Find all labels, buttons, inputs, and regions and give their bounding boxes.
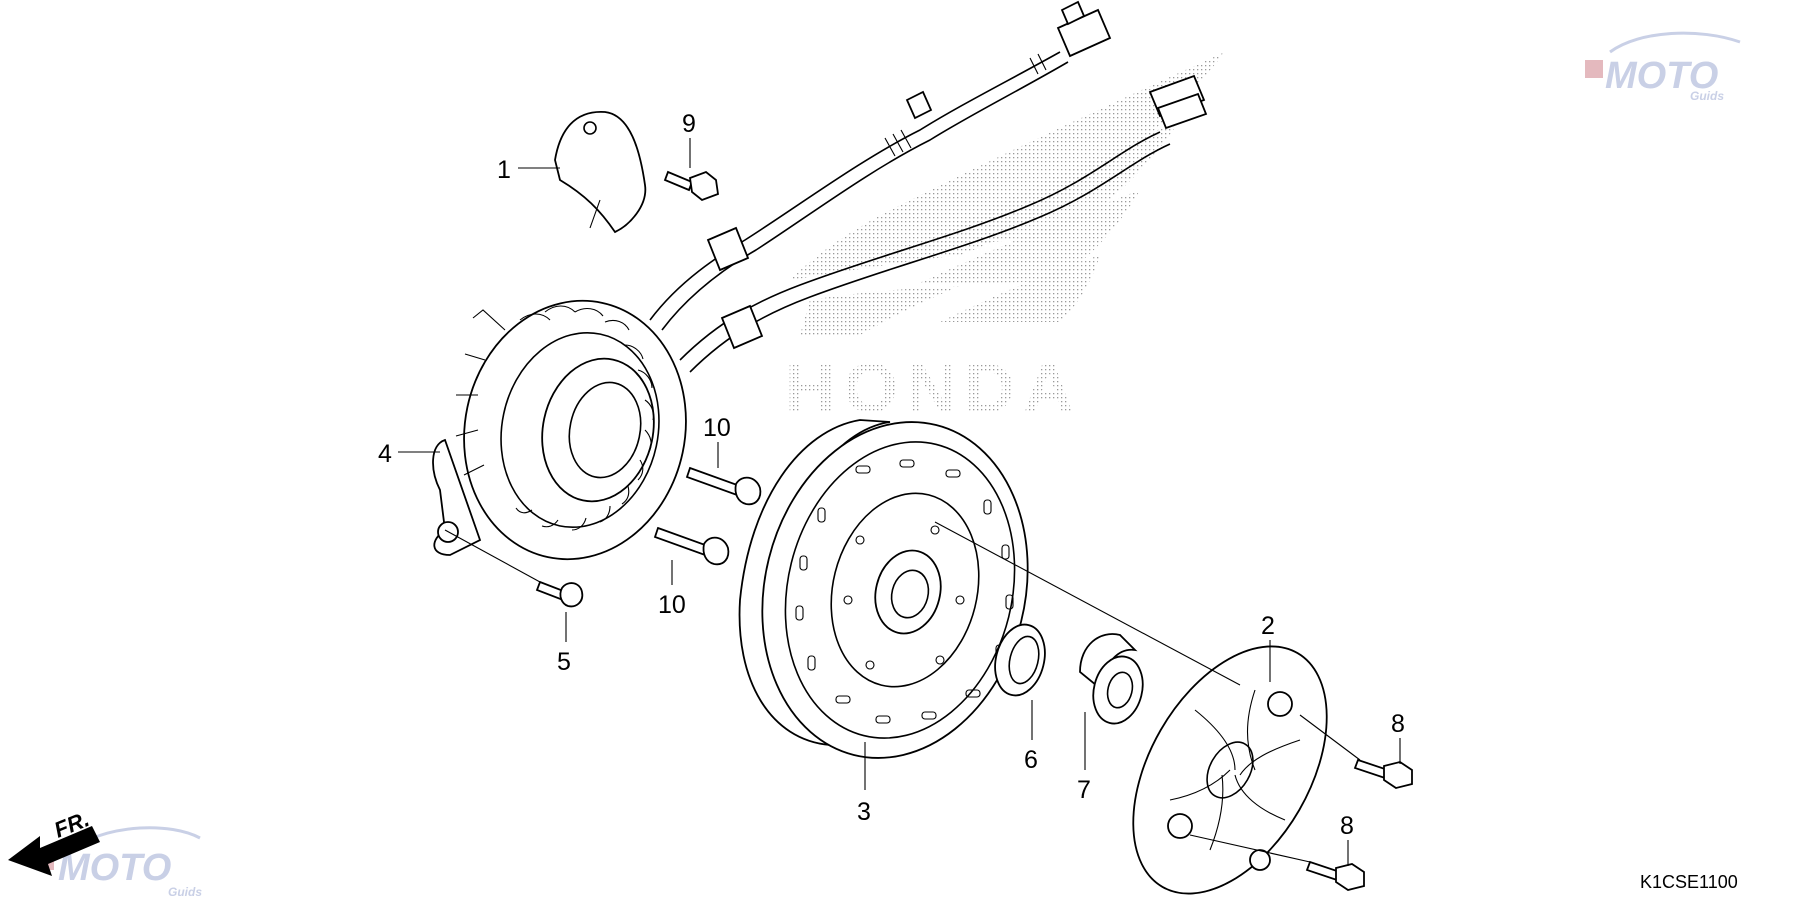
wiring-harness bbox=[649, 0, 1208, 373]
watermark-logo-top-right: MOTO Guids bbox=[1585, 31, 1741, 103]
callout-8-lower: 8 bbox=[1340, 812, 1354, 840]
part-flywheel bbox=[738, 419, 1029, 759]
svg-text:MOTO: MOTO bbox=[1605, 55, 1718, 97]
callout-8-upper: 8 bbox=[1391, 710, 1405, 738]
callout-10-lower: 10 bbox=[658, 591, 686, 619]
honda-wordmark: HONDA bbox=[785, 349, 1082, 427]
part-cooling-fan bbox=[1132, 645, 1328, 895]
svg-text:Guids: Guids bbox=[168, 885, 202, 899]
callout-7: 7 bbox=[1077, 776, 1091, 804]
part-washer bbox=[994, 623, 1046, 697]
part-bolt-9 bbox=[663, 170, 719, 202]
part-stator bbox=[432, 299, 687, 561]
part-screw-10-lower bbox=[653, 526, 730, 566]
callout-3: 3 bbox=[857, 798, 871, 826]
callout-4: 4 bbox=[378, 440, 392, 468]
diagram-code: K1CSE1100 bbox=[1640, 872, 1738, 892]
callout-6: 6 bbox=[1024, 746, 1038, 774]
callout-5: 5 bbox=[557, 648, 571, 676]
part-screw-10-upper bbox=[685, 466, 762, 506]
part-collar bbox=[1079, 633, 1144, 725]
part-bolt-8-upper bbox=[1353, 758, 1413, 789]
svg-text:Guids: Guids bbox=[1690, 89, 1724, 103]
callout-2: 2 bbox=[1261, 612, 1275, 640]
callout-1: 1 bbox=[497, 156, 511, 184]
callout-labels: 1 9 4 10 10 5 3 6 7 2 8 8 bbox=[378, 110, 1405, 840]
part-bolt-8-lower bbox=[1305, 860, 1365, 891]
callout-10-upper: 10 bbox=[703, 414, 731, 442]
svg-text:MOTO: MOTO bbox=[58, 847, 171, 889]
honda-wing-logo bbox=[790, 52, 1225, 335]
leader-lines bbox=[398, 138, 1401, 866]
part-screw-5 bbox=[535, 580, 584, 608]
part-bracket bbox=[554, 111, 647, 234]
callout-9: 9 bbox=[682, 110, 696, 138]
